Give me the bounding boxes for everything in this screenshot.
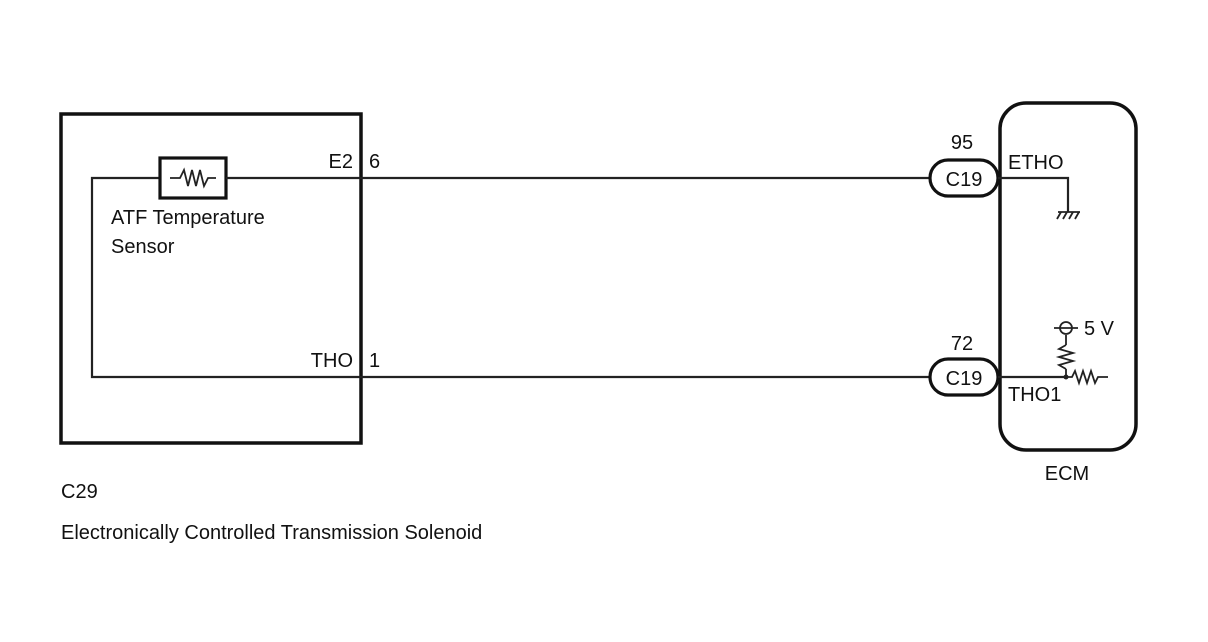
connector-c19-72-label: C19 [946,368,983,390]
pin-6: 6 [369,151,380,173]
terminal-e2: E2 [329,151,353,173]
pin-95: 95 [951,132,973,154]
ecm-box [998,101,1138,452]
component-name: Electronically Controlled Transmission S… [61,522,482,544]
supply-5v-icon [1054,321,1078,335]
connector-c19-95-label: C19 [946,169,983,191]
pin-72: 72 [951,333,973,355]
connector-c19-95: C19 [928,158,1000,198]
pin-1: 1 [369,350,380,372]
thermistor-icon [158,156,228,200]
pullup-resistor-icon [1055,335,1077,377]
sensor-internal-wire [90,176,361,379]
supply-voltage-label: 5 V [1084,318,1115,340]
ground-icon [1056,211,1080,220]
terminal-tho1: THO1 [1008,384,1061,406]
input-resistor-icon [1066,368,1108,386]
terminal-etho: ETHO [1008,152,1064,174]
sensor-label-line2: Sensor [111,236,175,258]
terminal-tho: THO [311,350,353,372]
sensor-label-line1: ATF Temperature [111,207,265,229]
junction-dot [1063,374,1069,380]
etho-ground-wire [998,176,1070,212]
ecm-label: ECM [1045,463,1089,485]
solenoid-component-box [59,112,363,445]
component-code: C29 [61,481,98,503]
connector-c19-72: C19 [928,357,1000,397]
